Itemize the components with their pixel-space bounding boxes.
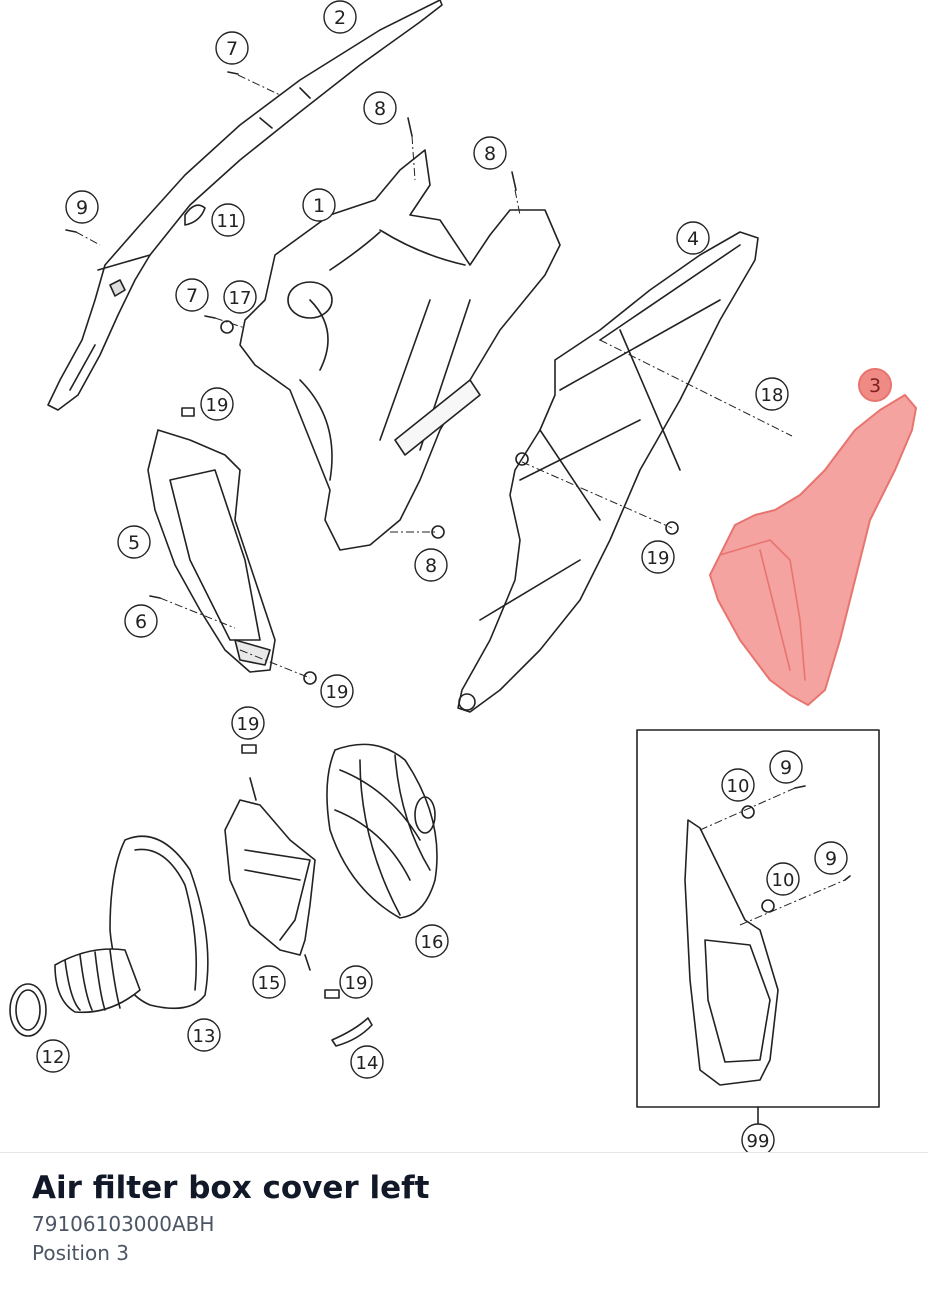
callout-5[interactable]: 5 [117, 525, 151, 559]
part-3-air-filter-box-cover-highlight[interactable] [709, 394, 917, 706]
svg-text:16: 16 [421, 932, 444, 953]
callout-8[interactable]: 8 [414, 548, 448, 582]
callout-18[interactable]: 18 [755, 377, 789, 411]
svg-text:10: 10 [772, 870, 795, 891]
callout-12[interactable]: 12 [36, 1039, 70, 1073]
callout-16[interactable]: 16 [415, 924, 449, 958]
part-2-frame-rail [47, 0, 443, 411]
svg-text:14: 14 [356, 1053, 379, 1074]
callout-2[interactable]: 2 [323, 0, 357, 34]
part-15-filter-support [224, 777, 316, 971]
svg-text:99: 99 [747, 1131, 770, 1152]
svg-text:11: 11 [217, 211, 240, 232]
svg-text:17: 17 [229, 288, 252, 309]
svg-text:1: 1 [313, 195, 325, 217]
assembly-leader-lines [75, 74, 846, 926]
svg-text:19: 19 [326, 682, 349, 703]
callout-19[interactable]: 19 [339, 965, 373, 999]
part-13-intake-boot [54, 835, 209, 1014]
svg-text:5: 5 [128, 532, 140, 554]
part-99-subassembly-box [636, 729, 880, 1129]
svg-text:9: 9 [780, 757, 792, 779]
callout-9[interactable]: 9 [814, 841, 848, 875]
svg-text:8: 8 [374, 98, 386, 120]
callout-1[interactable]: 1 [302, 188, 336, 222]
part-title: Air filter box cover left [32, 1170, 430, 1206]
svg-text:10: 10 [727, 776, 750, 797]
part-12-clamp [9, 983, 47, 1037]
svg-text:12: 12 [42, 1047, 65, 1068]
svg-text:19: 19 [237, 714, 260, 735]
callout-7[interactable]: 7 [215, 31, 249, 65]
svg-text:15: 15 [258, 973, 281, 994]
part-5-filter-frame [147, 429, 276, 673]
callout-7[interactable]: 7 [175, 278, 209, 312]
callout-9[interactable]: 9 [769, 750, 803, 784]
svg-text:7: 7 [186, 285, 198, 307]
part-number: 79106103000ABH [32, 1212, 215, 1236]
svg-text:8: 8 [484, 143, 496, 165]
svg-text:4: 4 [687, 228, 699, 250]
callout-19[interactable]: 19 [200, 387, 234, 421]
svg-text:2: 2 [334, 7, 346, 29]
svg-text:18: 18 [761, 385, 784, 406]
callout-9[interactable]: 9 [65, 190, 99, 224]
part-16-filter-dome [326, 743, 438, 919]
callout-99[interactable]: 99 [741, 1123, 775, 1152]
callout-14[interactable]: 14 [350, 1045, 384, 1079]
svg-text:19: 19 [206, 395, 229, 416]
callout-8[interactable]: 8 [363, 91, 397, 125]
part-14-clip [331, 1017, 373, 1047]
part-position: Position 3 [32, 1241, 129, 1265]
callout-15[interactable]: 15 [252, 965, 286, 999]
svg-text:9: 9 [825, 848, 837, 870]
callout-10[interactable]: 10 [766, 862, 800, 896]
callout-4[interactable]: 4 [676, 221, 710, 255]
svg-text:13: 13 [193, 1026, 216, 1047]
callout-10[interactable]: 10 [721, 768, 755, 802]
callout-8[interactable]: 8 [473, 136, 507, 170]
callout-19[interactable]: 19 [320, 674, 354, 708]
part-4-side-panel [457, 231, 759, 713]
svg-text:19: 19 [345, 973, 368, 994]
callout-3-highlighted[interactable]: 3 [858, 368, 892, 402]
svg-text:19: 19 [647, 548, 670, 569]
exploded-parts-diagram: 2 7 8 8 1 9 11 4 7 17 3 18 19 5 8 19 6 1… [9, 0, 917, 1152]
callout-6[interactable]: 6 [124, 604, 158, 638]
callout-19[interactable]: 19 [641, 540, 675, 574]
part-1-airbox [239, 149, 561, 551]
svg-text:7: 7 [226, 38, 238, 60]
callout-17[interactable]: 17 [223, 280, 257, 314]
part-info-panel: Air filter box cover left 79106103000ABH… [32, 1166, 429, 1268]
hardware-bolts [65, 71, 851, 999]
callout-13[interactable]: 13 [187, 1018, 221, 1052]
svg-text:8: 8 [425, 555, 437, 577]
callout-19[interactable]: 19 [231, 706, 265, 740]
svg-text:9: 9 [76, 197, 88, 219]
section-divider [0, 1152, 928, 1153]
callout-11[interactable]: 11 [211, 203, 245, 237]
svg-text:3: 3 [869, 375, 881, 397]
svg-text:6: 6 [135, 611, 147, 633]
